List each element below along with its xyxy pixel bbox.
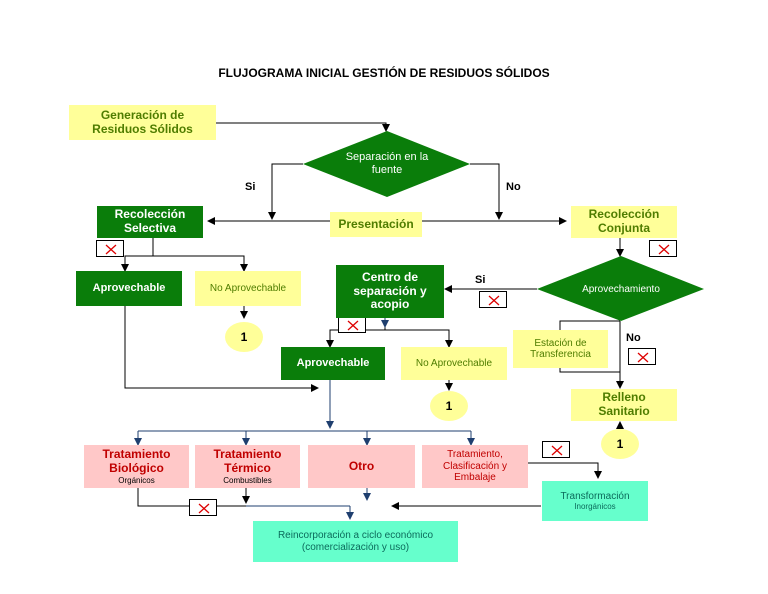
node-tc-line3: Embalaje [454, 472, 496, 484]
node-tt-line1: Tratamiento [213, 447, 282, 462]
node-reincorporacion: Reincorporación a ciclo económico (comer… [253, 521, 458, 562]
node-relleno-line1: Relleno [602, 390, 646, 405]
node-tratamiento-clasificacion: Tratamiento, Clasificación y Embalaje [422, 445, 528, 488]
node-no-aprovechable-2: No Aprovechable [401, 347, 507, 380]
node-generacion-line1: Generación de [100, 107, 185, 122]
node-generacion: Generación de Residuos Sólidos [69, 105, 216, 140]
node-transformacion: Transformación Inorgánicos [542, 481, 648, 521]
node-transformacion-line1: Transformación [560, 490, 630, 502]
rejected-mark-icon [542, 441, 570, 458]
label-no-right: No [506, 181, 521, 193]
node-otro: Otro [308, 445, 415, 488]
node-relleno-line2: Sanitario [598, 404, 650, 418]
node-tratamiento-termico: Tratamiento Térmico Combustibles [195, 445, 300, 488]
rejected-mark-icon [628, 348, 656, 365]
node-centro-acopio: Centro de separación y acopio [336, 265, 444, 318]
diagram-title: FLUJOGRAMA INICIAL GESTIÓN DE RESIDUOS S… [218, 66, 550, 80]
node-separacion-line2: fuente [371, 164, 403, 176]
node-generacion-line2: Residuos Sólidos [92, 121, 193, 136]
node-estacion-transferencia: Estación de Transferencia [513, 330, 608, 368]
rejected-mark-icon [189, 499, 217, 516]
node-no-aprovechable-1: No Aprovechable [195, 271, 301, 306]
rejected-mark-icon [649, 240, 677, 257]
node-aprovechamiento-diamond [537, 256, 704, 321]
label-si-aprovechamiento: Si [475, 274, 486, 286]
connector-3: 1 [601, 429, 639, 459]
node-reincorporacion-line1: Reincorporación a ciclo económico [277, 530, 434, 541]
node-centro-acopio-line1: Centro de [361, 269, 418, 284]
node-separacion-diamond [303, 131, 470, 197]
node-tt-sub: Combustibles [223, 475, 272, 485]
node-separacion-line1: Separación en la [345, 151, 429, 164]
node-tb-line2: Biológico [109, 460, 164, 475]
label-no-aprovechamiento: No [626, 332, 641, 344]
rejected-mark-icon [338, 316, 366, 333]
node-recoleccion-conjunta-line2: Conjunta [598, 221, 650, 235]
node-aprovechable-2: Aprovechable [281, 347, 385, 380]
node-transformacion-sub: Inorgánicos [574, 502, 616, 512]
label-si-left: Si [245, 181, 256, 193]
node-tc-line2: Clasificación y [443, 460, 507, 472]
node-recoleccion-selectiva: Recolección Selectiva [97, 206, 203, 238]
node-tratamiento-biologico: Tratamiento Biológico Orgánicos [84, 445, 189, 488]
node-recoleccion-conjunta-line1: Recolección [588, 207, 660, 222]
node-recoleccion-selectiva-line2: Selectiva [123, 221, 177, 235]
rejected-mark-icon [479, 291, 507, 308]
node-tb-sub: Orgánicos [118, 475, 155, 485]
node-presentacion: Presentación [330, 212, 422, 237]
node-recoleccion-conjunta: Recolección Conjunta [571, 206, 677, 238]
node-tc-line1: Tratamiento, [447, 449, 503, 461]
node-estacion-line1: Estación de [534, 337, 587, 349]
node-tb-line1: Tratamiento [102, 447, 171, 462]
node-relleno-sanitario: Relleno Sanitario [571, 389, 677, 421]
node-aprovechamiento: Aprovechamiento [582, 284, 660, 296]
node-tt-line2: Térmico [224, 460, 271, 475]
connector-1: 1 [225, 322, 263, 352]
node-centro-acopio-line2: separación y [353, 283, 427, 298]
node-estacion-line2: Transferencia [530, 349, 591, 360]
node-separacion: Separación en la fuente [323, 146, 451, 182]
node-reincorporacion-line2: (comercialización y uso) [301, 541, 410, 553]
node-aprovechable-1: Aprovechable [76, 271, 182, 306]
node-centro-acopio-line3: acopio [370, 297, 410, 312]
node-recoleccion-selectiva-line1: Recolección [114, 207, 186, 222]
connector-2: 1 [430, 391, 468, 421]
rejected-mark-icon [96, 240, 124, 257]
